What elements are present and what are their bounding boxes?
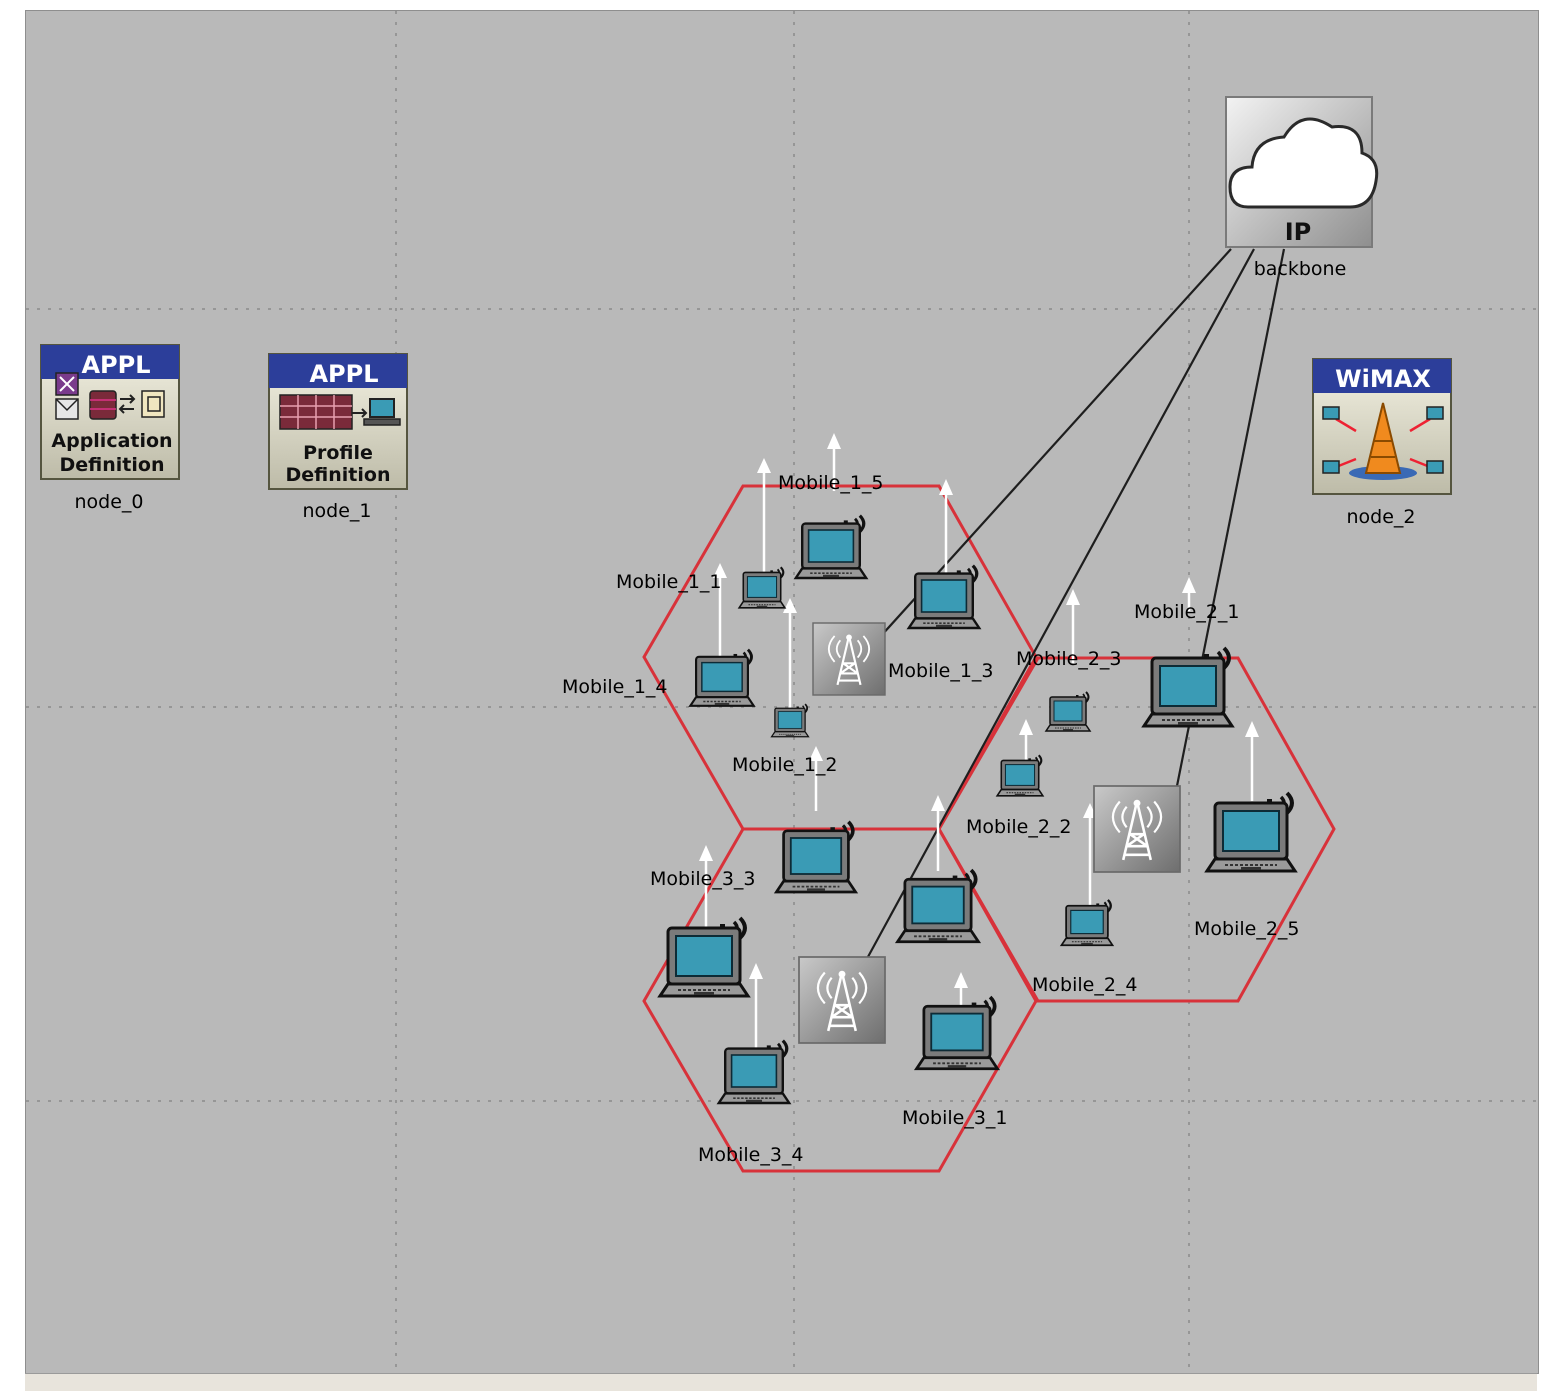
mobile-1-2-label: Mobile_1_2 (732, 754, 838, 776)
mobile-1-5-laptop-icon[interactable] (794, 513, 868, 580)
mobile-1-3-label: Mobile_1_3 (888, 660, 994, 682)
mobile-3-a-laptop-icon[interactable] (774, 819, 858, 894)
app-def-line2: Definition (60, 454, 165, 476)
node-1-label: node_1 (302, 500, 371, 522)
appl-badge: APPL (81, 351, 150, 379)
mobile-2-4-label: Mobile_2_4 (1032, 974, 1138, 996)
mobile-1-2-laptop-icon[interactable] (770, 703, 810, 738)
mobile-1-5-label: Mobile_1_5 (778, 472, 884, 494)
application-icons (55, 372, 165, 420)
mobile-1-3-laptop-icon[interactable] (907, 563, 981, 630)
profile-table-icon (279, 394, 401, 430)
wimax-config-node[interactable]: WiMAX (1312, 358, 1452, 495)
wimax-badge: WiMAX (1335, 365, 1431, 393)
base-station-3[interactable] (797, 955, 887, 1045)
node-0-label: node_0 (74, 491, 143, 513)
trajectory-arrow-icon (1182, 577, 1196, 611)
wimax-tower-icon (1322, 402, 1444, 480)
mobile-3-4-laptop-icon[interactable] (717, 1038, 791, 1105)
application-definition-node[interactable]: APPL Application Definition (40, 344, 180, 480)
profile-def-line1: Profile (303, 442, 373, 464)
mobile-2-2-label: Mobile_2_2 (966, 816, 1072, 838)
mobile-3-4-label: Mobile_3_4 (698, 1144, 804, 1166)
mobile-3-1-laptop-icon[interactable] (914, 995, 1000, 1071)
mobile-3-3-laptop-icon[interactable] (658, 916, 750, 998)
app-def-line1: Application (51, 430, 172, 452)
mobile-2-3-laptop-icon[interactable] (1045, 691, 1091, 732)
profile-definition-node[interactable]: APPL Profile Definition (268, 353, 408, 490)
trajectory-arrow-icon (1066, 589, 1080, 663)
cloud-icon (1228, 117, 1379, 209)
mobile-2-5-label: Mobile_2_5 (1194, 918, 1300, 940)
base-station-1[interactable] (811, 621, 887, 697)
mobile-1-4-label: Mobile_1_4 (562, 676, 668, 698)
mobile-2-1-label: Mobile_2_1 (1134, 601, 1240, 623)
status-bar (25, 1373, 1537, 1391)
trajectory-arrow-icon (757, 458, 771, 576)
mobile-2-5-laptop-icon[interactable] (1205, 791, 1297, 873)
trajectory-arrow-icon (1245, 721, 1259, 801)
trajectory-arrow-icon (827, 433, 841, 491)
node-2-label: node_2 (1346, 506, 1415, 528)
workspace-grid (26, 11, 1538, 1373)
mobile-3-3-label: Mobile_3_3 (650, 868, 756, 890)
base-station-2[interactable] (1092, 784, 1182, 874)
mobile-2-2-laptop-icon[interactable] (996, 754, 1044, 797)
mobile-2-4-laptop-icon[interactable] (1060, 898, 1114, 947)
mobile-2-1-laptop-icon[interactable] (1142, 646, 1234, 728)
mobile-1-1-label: Mobile_1_1 (616, 571, 722, 593)
project-workspace[interactable]: Mobile_1_5 Mobile_1_1 Mobile_1_3 Mobile_… (25, 10, 1539, 1374)
mobile-1-4-laptop-icon[interactable] (688, 648, 756, 708)
profile-def-line2: Definition (286, 464, 391, 486)
mobile-3-b-laptop-icon[interactable] (895, 868, 981, 944)
trajectory-arrow-icon (783, 598, 797, 716)
trajectory-arrow-icon (931, 795, 945, 871)
appl-badge: APPL (309, 360, 378, 388)
mobile-2-3-label: Mobile_2_3 (1016, 648, 1122, 670)
mobile-1-1-laptop-icon[interactable] (738, 566, 786, 609)
link-backbone-bs3 (862, 248, 1255, 967)
trajectory-arrow-icon (713, 563, 727, 669)
ip-badge: IP (1285, 218, 1312, 246)
mobile-3-1-label: Mobile_3_1 (902, 1107, 1008, 1129)
backbone-label: backbone (1254, 258, 1347, 280)
trajectory-arrow-icon (809, 746, 823, 811)
ip-backbone-node[interactable]: IP (1225, 96, 1379, 248)
network-topology: Mobile_1_5 Mobile_1_1 Mobile_1_3 Mobile_… (26, 11, 1538, 1373)
